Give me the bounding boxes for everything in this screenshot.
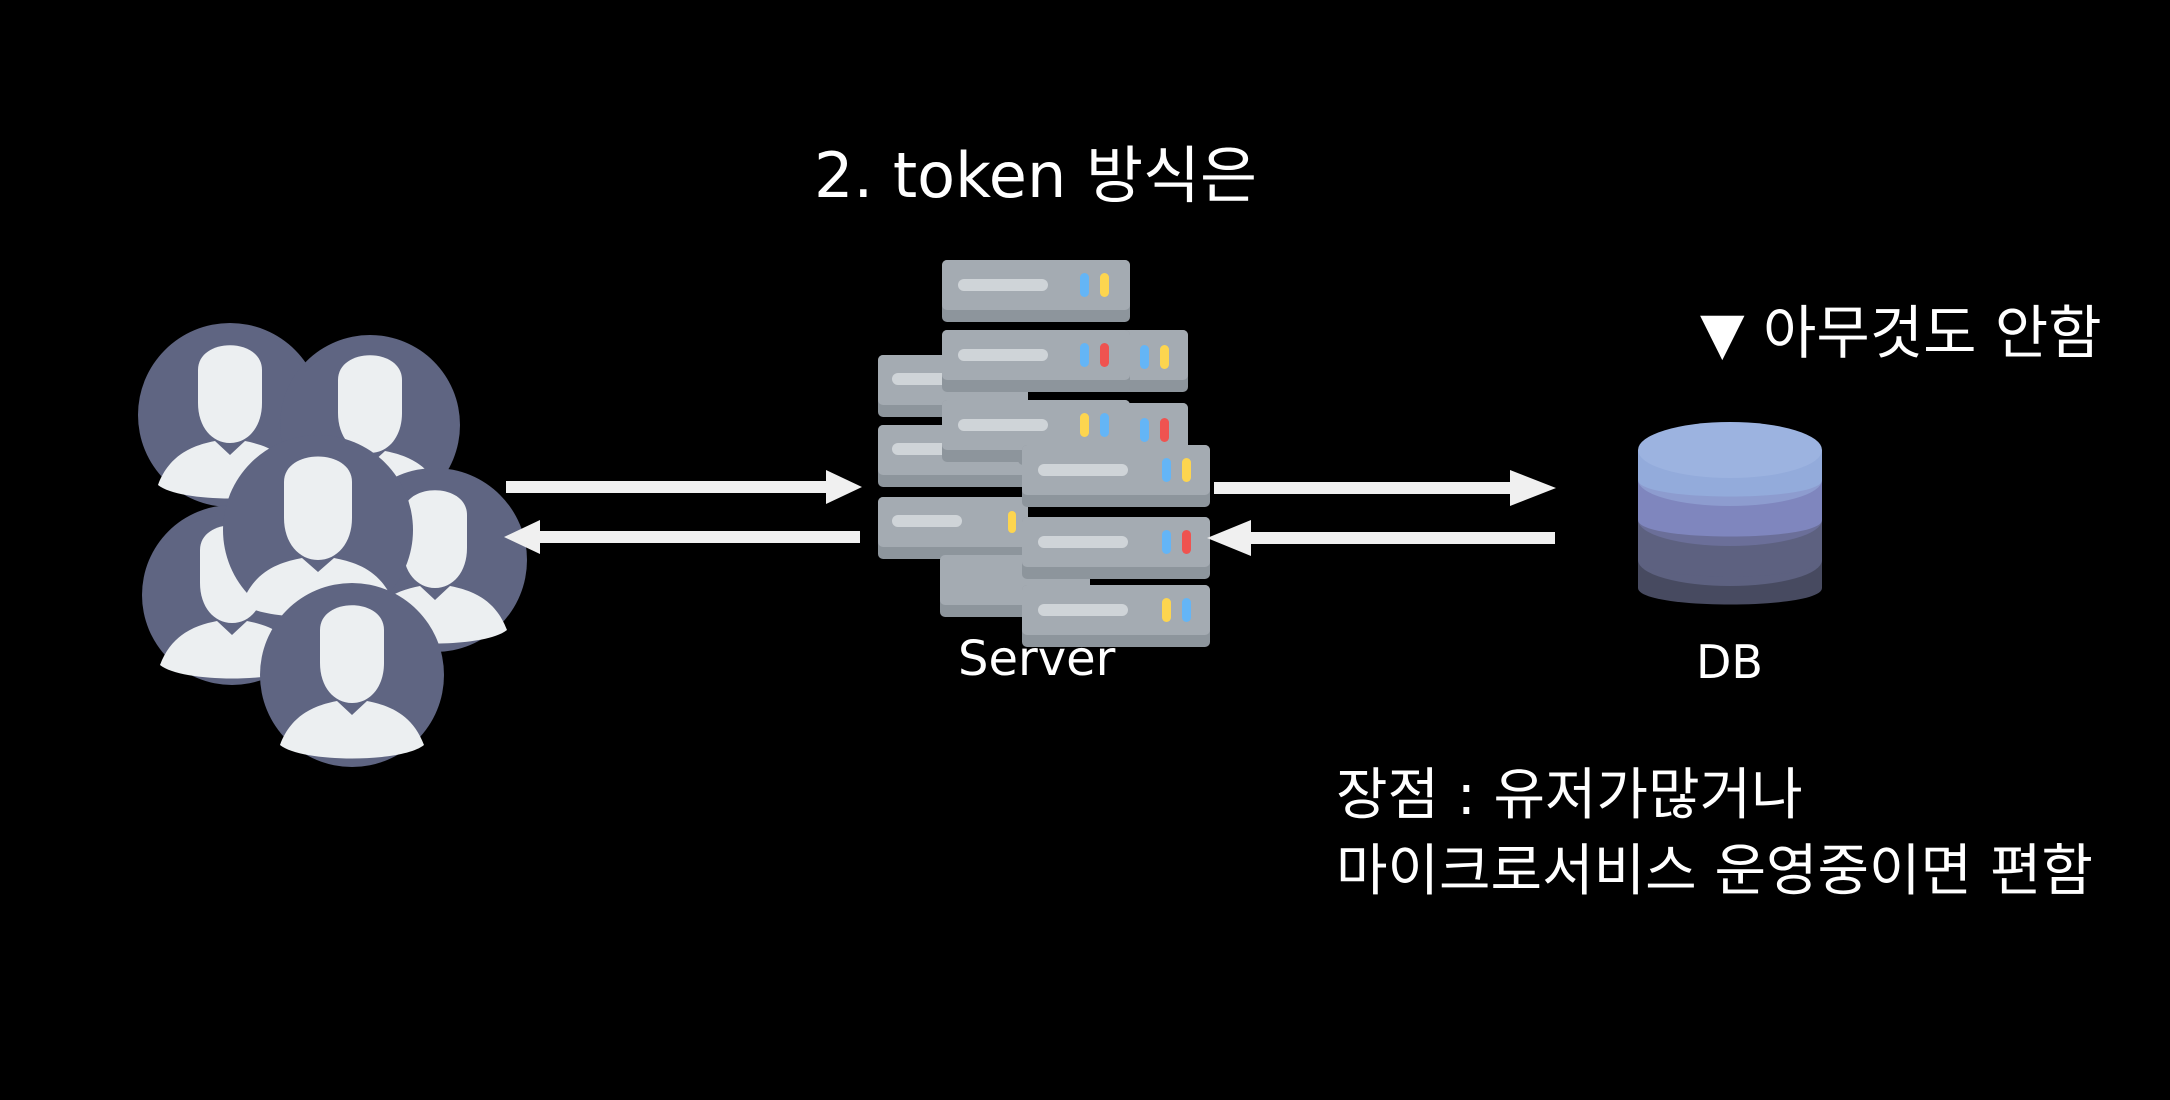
server-unit: [1022, 585, 1210, 647]
diagram-title: 2. token 방식은: [814, 139, 1258, 212]
arrow-db-to-server: [1207, 520, 1555, 556]
server-unit: [1022, 445, 1210, 507]
server-unit: [942, 260, 1130, 322]
arrow-server-to-db: [1214, 470, 1556, 506]
database-icon: [1638, 422, 1822, 605]
arrow-request-to-server: [506, 470, 862, 504]
advantage-line-2: 마이크로서비스 운영중이면 편함: [1336, 839, 2093, 904]
arrow-response-to-users: [504, 520, 860, 554]
user-avatar-icon: [260, 583, 444, 767]
server-unit: [878, 497, 1028, 559]
server-unit: [942, 330, 1130, 392]
db-note: ▼ 아무것도 안함: [1700, 299, 2102, 367]
users-group-icon: [138, 323, 527, 767]
server-unit: [1022, 517, 1210, 579]
server-label: Server: [958, 631, 1116, 687]
db-label: DB: [1696, 635, 1763, 689]
server-stack-icon: [878, 260, 1210, 647]
advantage-line-1: 장점 : 유저가많거나: [1336, 763, 1803, 828]
